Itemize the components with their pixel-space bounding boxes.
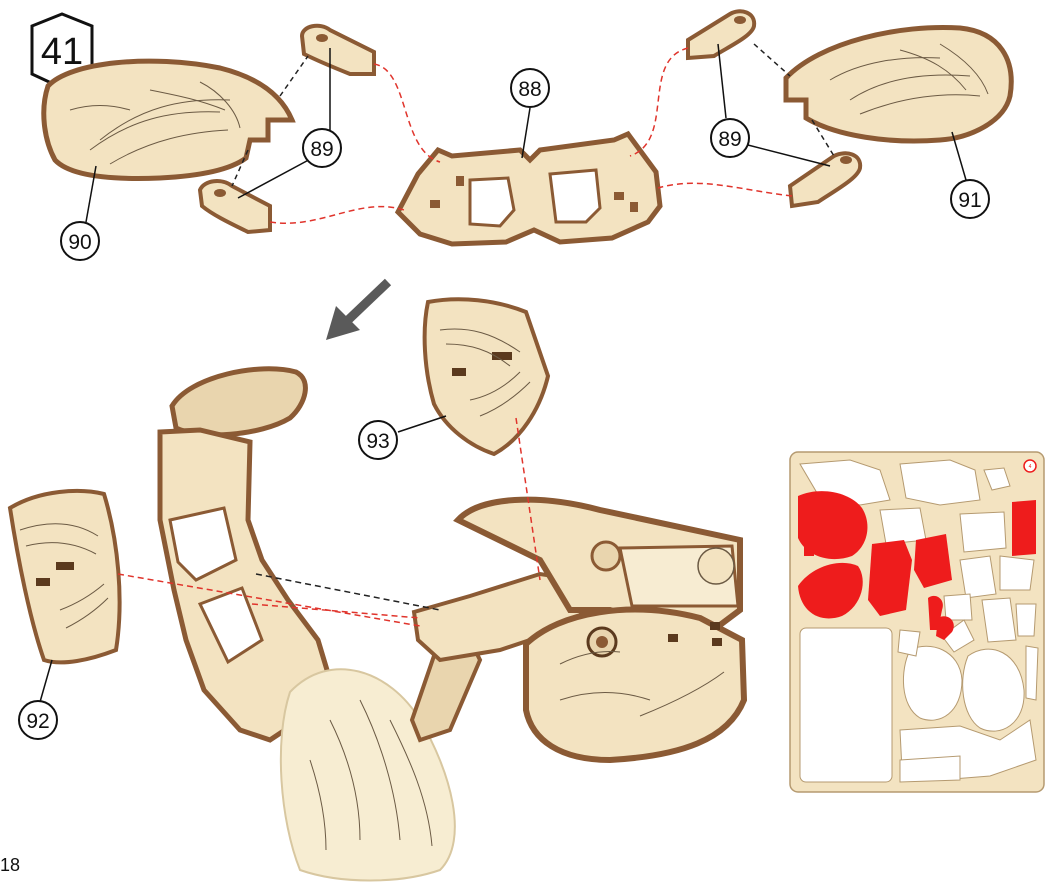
svg-text:93: 93 — [366, 430, 389, 453]
step-number: 41 — [41, 31, 83, 73]
callout-92: 92 — [19, 660, 57, 739]
face-piece-92 — [10, 491, 120, 662]
connector-piece-89-top-right — [688, 11, 754, 58]
assembly-direction-arrow — [326, 282, 388, 340]
svg-text:92: 92 — [26, 710, 49, 733]
svg-text:89: 89 — [310, 138, 333, 161]
svg-text:91: 91 — [958, 189, 981, 212]
connector-piece-89-top-left — [302, 26, 374, 74]
svg-text:88: 88 — [518, 78, 541, 101]
face-piece-93 — [425, 299, 548, 454]
svg-text:90: 90 — [68, 231, 91, 254]
head-assembly — [160, 369, 744, 881]
page-number: 18 — [0, 855, 20, 876]
wing-piece-90 — [44, 61, 292, 178]
connector-piece-89-bottom-right — [790, 153, 860, 206]
frame-piece-88 — [398, 134, 660, 244]
sheet-badge-number: 4 — [1029, 464, 1032, 470]
wing-piece-91 — [786, 27, 1011, 141]
callout-91: 91 — [951, 132, 989, 218]
callout-88: 88 — [511, 69, 549, 158]
parts-sheet: 4 — [790, 452, 1044, 792]
connector-piece-89-bottom-left — [200, 181, 270, 232]
callout-93: 93 — [359, 416, 446, 459]
svg-text:89: 89 — [718, 128, 741, 151]
callout-90: 90 — [61, 166, 99, 260]
